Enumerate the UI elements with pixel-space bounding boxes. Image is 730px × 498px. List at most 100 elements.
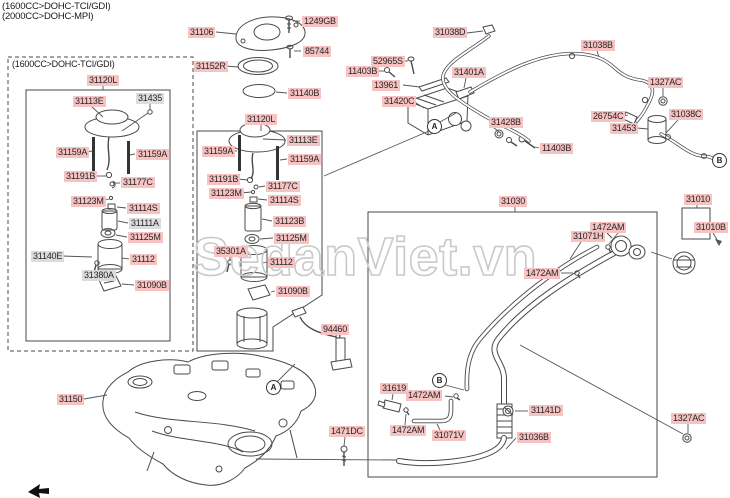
part-label-31152R[interactable]: 31152R bbox=[194, 61, 228, 72]
part-label-31150[interactable]: 31150 bbox=[57, 394, 85, 405]
part-label-11403B-2[interactable]: 11403B bbox=[540, 143, 574, 154]
fuel-pump-module-left bbox=[84, 109, 140, 292]
part-label-31125M-mid[interactable]: 31125M bbox=[274, 233, 309, 244]
part-label-31112-mid[interactable]: 31112 bbox=[268, 257, 295, 268]
part-label-31159A-4[interactable]: 31159A bbox=[288, 154, 322, 165]
part-label-31177C-left[interactable]: 31177C bbox=[121, 177, 155, 188]
left-pump-box bbox=[25, 89, 171, 342]
part-label-1472AM-2[interactable]: 1472AM bbox=[524, 268, 561, 279]
vapor-hose-lines bbox=[441, 24, 714, 160]
part-label-11403B-1[interactable]: 11403B bbox=[346, 66, 380, 77]
part-label-1327AC-2[interactable]: 1327AC bbox=[671, 413, 707, 424]
part-label-31114S-left[interactable]: 31114S bbox=[127, 203, 160, 214]
part-label-1472AM-4[interactable]: 1472AM bbox=[390, 425, 427, 436]
connector-b-hose: B bbox=[712, 153, 727, 168]
part-label-31071V[interactable]: 31071V bbox=[432, 430, 466, 441]
fuel-sender-94460 bbox=[291, 306, 353, 371]
part-label-31191B-left[interactable]: 31191B bbox=[64, 171, 98, 182]
part-label-1327AC-1[interactable]: 1327AC bbox=[648, 77, 684, 88]
part-label-31123M-left[interactable]: 31123M bbox=[71, 196, 106, 207]
bolt-52965s-icon bbox=[407, 56, 415, 75]
clamp-bolt-1472am-icon bbox=[403, 244, 612, 416]
part-label-31036B[interactable]: 31036B bbox=[517, 432, 551, 443]
part-label-31106[interactable]: 31106 bbox=[188, 27, 216, 38]
screw-85744-icon bbox=[286, 44, 294, 58]
part-label-31177C-mid[interactable]: 31177C bbox=[266, 181, 300, 192]
mid-pump-box bbox=[196, 130, 323, 352]
part-label-31113E-mid[interactable]: 31113E bbox=[287, 135, 320, 146]
hose-clamp bbox=[665, 134, 671, 140]
canister-assembly bbox=[384, 56, 536, 149]
part-label-85744[interactable]: 85744 bbox=[303, 46, 332, 57]
part-label-31123M-mid[interactable]: 31123M bbox=[209, 188, 244, 199]
part-label-31111A[interactable]: 31111A bbox=[129, 218, 161, 229]
part-label-31191B-mid[interactable]: 31191B bbox=[207, 174, 241, 185]
part-label-31030[interactable]: 31030 bbox=[499, 196, 528, 207]
ring-31140b bbox=[242, 84, 276, 98]
nut-1327ac-icon bbox=[658, 96, 668, 106]
part-label-1471DC[interactable]: 1471DC bbox=[329, 426, 365, 437]
fr-direction-arrow-icon bbox=[28, 484, 49, 498]
part-label-1249GB[interactable]: 1249GB bbox=[302, 16, 338, 27]
connector-b-pipe: B bbox=[432, 373, 447, 388]
bolt-11403b-icon bbox=[384, 67, 396, 78]
part-label-13961[interactable]: 13961 bbox=[372, 80, 401, 91]
part-label-31159A-3[interactable]: 31159A bbox=[202, 146, 236, 157]
part-label-31420C[interactable]: 31420C bbox=[382, 96, 417, 107]
part-label-31010[interactable]: 31010 bbox=[684, 194, 713, 205]
part-label-31380A[interactable]: 31380A bbox=[82, 270, 116, 281]
part-label-31141D[interactable]: 31141D bbox=[529, 405, 563, 416]
part-label-31428B[interactable]: 31428B bbox=[489, 117, 523, 128]
part-label-31159A-2[interactable]: 31159A bbox=[136, 149, 170, 160]
part-label-31114S-mid[interactable]: 31114S bbox=[268, 195, 301, 206]
part-label-31120L-mid[interactable]: 31120L bbox=[245, 114, 278, 125]
connector-a-tank: A bbox=[266, 380, 281, 395]
part-label-31435[interactable]: 31435 bbox=[136, 93, 165, 104]
nut-1327ac-icon bbox=[682, 433, 692, 443]
part-label-31140B[interactable]: 31140B bbox=[288, 88, 322, 99]
part-label-31090B-left[interactable]: 31090B bbox=[135, 280, 169, 291]
bolt-1249gb-icon bbox=[285, 15, 293, 33]
hose-clamp bbox=[641, 96, 649, 104]
part-label-31038C[interactable]: 31038C bbox=[669, 109, 704, 120]
check-valve-31619 bbox=[377, 399, 402, 413]
hose-clamp bbox=[701, 153, 707, 159]
part-label-1472AM-1[interactable]: 1472AM bbox=[590, 222, 627, 233]
bracket-13961 bbox=[418, 77, 450, 92]
engine-variant-line-2: (2000CC>DOHC-MPI) bbox=[2, 11, 94, 22]
part-label-31090B-mid[interactable]: 31090B bbox=[276, 286, 310, 297]
clamp-31141d-icon bbox=[502, 405, 514, 417]
part-label-31112-left[interactable]: 31112 bbox=[130, 254, 157, 265]
part-label-31038D[interactable]: 31038D bbox=[433, 27, 468, 38]
part-label-31125M-left[interactable]: 31125M bbox=[128, 232, 163, 243]
part-label-31123B[interactable]: 31123B bbox=[273, 216, 307, 227]
part-label-35301A[interactable]: 35301A bbox=[214, 246, 248, 257]
part-label-94460[interactable]: 94460 bbox=[321, 324, 350, 335]
variant-boxes bbox=[7, 56, 711, 478]
dashed-variant-box bbox=[7, 56, 194, 352]
part-label-31159A-1[interactable]: 31159A bbox=[56, 147, 90, 158]
guide-rod bbox=[276, 146, 279, 180]
part-label-31120L-left[interactable]: 31120L bbox=[87, 75, 120, 86]
connector-a-canister: A bbox=[427, 119, 442, 134]
hose-connector-31038d bbox=[482, 24, 496, 35]
part-label-31401A[interactable]: 31401A bbox=[452, 67, 486, 78]
part-label-31010B[interactable]: 31010B bbox=[694, 222, 728, 233]
fuel-cap-icon bbox=[672, 251, 696, 275]
part-label-31453[interactable]: 31453 bbox=[610, 123, 639, 134]
part-label-31619[interactable]: 31619 bbox=[380, 383, 409, 394]
part-label-31038B[interactable]: 31038B bbox=[581, 40, 615, 51]
part-label-31113E-left[interactable]: 31113E bbox=[73, 96, 106, 107]
guide-rod bbox=[92, 137, 95, 171]
filler-assembly-box bbox=[367, 211, 658, 478]
part-label-31071H[interactable]: 31071H bbox=[571, 231, 606, 242]
part-label-52965S[interactable]: 52965S bbox=[371, 56, 405, 67]
tube-31453 bbox=[647, 115, 667, 144]
part-label-31140E[interactable]: 31140E bbox=[31, 251, 65, 262]
part-label-26754C[interactable]: 26754C bbox=[591, 111, 626, 122]
fuel-tank-drawing bbox=[102, 352, 317, 486]
filler-pipe-assembly bbox=[340, 232, 696, 467]
part-label-1472AM-3[interactable]: 1472AM bbox=[406, 390, 443, 401]
